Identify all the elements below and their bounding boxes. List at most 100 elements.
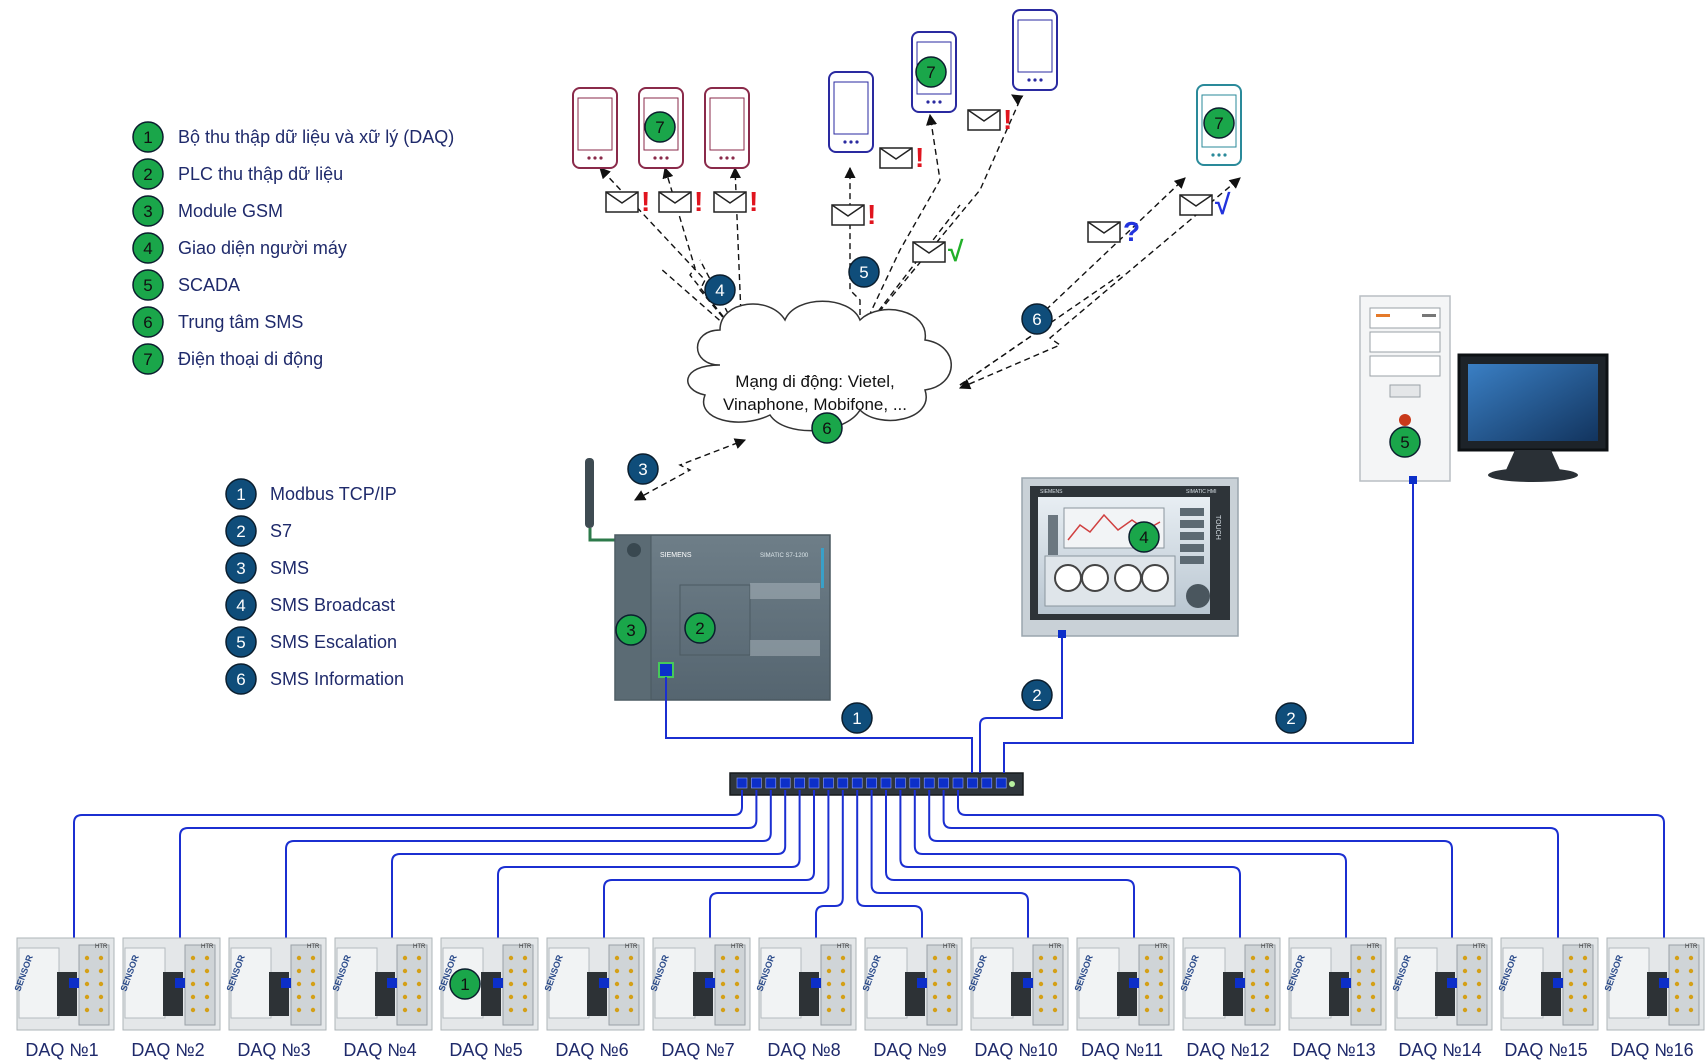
daq-label: DAQ №2 [131, 1040, 204, 1060]
daq-ethernet-port [1341, 978, 1351, 988]
daq-link [899, 790, 1241, 980]
daq-tag: HTR [95, 944, 108, 950]
daq-label: DAQ №16 [1610, 1040, 1693, 1060]
device-legend-badge-number: 4 [143, 239, 152, 258]
protocol-legend-badge: 5 [225, 626, 257, 658]
device-legend-badge: 1 [132, 121, 164, 153]
device-legend-label: PLC thu thập dữ liệu [178, 164, 343, 184]
device-legend-badge: 5 [132, 269, 164, 301]
scada-link-badge: 2 [1275, 702, 1307, 734]
daq-link [815, 790, 844, 980]
daq-tag: HTR [1473, 944, 1486, 950]
daq-ethernet-port [1447, 978, 1457, 988]
protocol-legend-label: SMS [270, 558, 309, 578]
sms-envelope-icon: ! [831, 199, 876, 230]
daq-label: DAQ №14 [1398, 1040, 1481, 1060]
daq-badge-number: 1 [460, 975, 469, 994]
protocol-legend-label: SMS Escalation [270, 632, 397, 652]
switch-port [751, 777, 762, 789]
daq-ethernet-port [69, 978, 79, 988]
daq-label: DAQ №13 [1292, 1040, 1375, 1060]
device-legend-badge: 2 [132, 158, 164, 190]
daq-label: DAQ №9 [873, 1040, 946, 1060]
switch-port [736, 777, 748, 789]
switch-port [967, 777, 978, 789]
daq-ethernet-port [599, 978, 609, 988]
scada-pc [1359, 295, 1609, 484]
hmi-brand: SIEMENS [1040, 489, 1063, 495]
daq-label: DAQ №11 [1081, 1040, 1163, 1060]
daq-tag: HTR [731, 944, 744, 950]
modbus-link-badge: 1 [841, 702, 873, 734]
gsm-link-badge-number: 3 [638, 460, 647, 479]
protocol-legend-badge-number: 5 [236, 633, 245, 652]
sms-center-badge: 6 [811, 412, 843, 444]
daq-label: DAQ №8 [767, 1040, 840, 1060]
network-switch [729, 772, 1024, 796]
plc-brand: SIEMENS [660, 552, 692, 559]
switch-port [952, 777, 964, 789]
daq-ethernet-port [1553, 978, 1563, 988]
protocol-legend-badge: 4 [225, 589, 257, 621]
device-legend-badge: 7 [132, 343, 164, 375]
modbus-link-badge-number: 1 [852, 709, 861, 728]
switch-port [895, 777, 906, 789]
device-legend-label: Điện thoại di động [178, 349, 323, 369]
plc-badge-number: 2 [695, 619, 704, 638]
phone-group-1-badge: 7 [644, 111, 676, 143]
scada-badge: 5 [1389, 426, 1421, 458]
sms-envelope-icon: ! [713, 186, 758, 217]
daq-link [870, 790, 1029, 980]
sms-center-badge-number: 6 [822, 419, 831, 438]
hmi-panel: SIEMENS SIMATIC HMI TOUCH [1021, 477, 1239, 638]
daq-links [73, 790, 1665, 980]
mobile-phones [572, 9, 1242, 169]
sms-envelope-icon: ! [879, 142, 924, 173]
daq-tag: HTR [1685, 944, 1698, 950]
hmi-link-badge: 2 [1021, 679, 1053, 711]
daq-ethernet-port [1129, 978, 1139, 988]
hmi-badge-number: 4 [1139, 528, 1148, 547]
daq-link [391, 790, 787, 980]
message-status-mark: ? [1123, 216, 1140, 247]
daq-link [73, 790, 743, 980]
daq-tag: HTR [307, 944, 320, 950]
message-status-mark: ! [867, 199, 876, 230]
switch-port [866, 777, 877, 789]
daq-tag: HTR [1049, 944, 1062, 950]
message-status-mark: √ [948, 236, 964, 267]
device-legend-label: Trung tâm SMS [178, 312, 303, 332]
switch-port [837, 777, 849, 789]
device-legend-label: SCADA [178, 275, 240, 295]
daq-tag: HTR [413, 944, 426, 950]
daq-ethernet-port [917, 978, 927, 988]
switch-port [938, 777, 949, 789]
daq-tag: HTR [1579, 944, 1592, 950]
scada-badge-number: 5 [1400, 433, 1409, 452]
phone-group-3-badge: 7 [1203, 107, 1235, 139]
hmi-model: SIMATIC HMI [1186, 489, 1216, 495]
protocol-legend-label: S7 [270, 521, 292, 541]
sms-envelope-icon: ! [967, 104, 1012, 135]
daq-label: DAQ №6 [555, 1040, 628, 1060]
protocol-legend-label: Modbus TCP/IP [270, 484, 397, 504]
daq-ethernet-port [1659, 978, 1669, 988]
gsm-module-badge: 3 [615, 614, 647, 646]
sms-broadcast-badge: 4 [704, 274, 736, 306]
daq-link [856, 790, 923, 980]
mobile-phone-icon [572, 87, 618, 169]
daq-label: DAQ №7 [661, 1040, 734, 1060]
switch-port [808, 777, 820, 789]
device-legend-badge-number: 3 [143, 202, 152, 221]
daq-link [885, 790, 1135, 980]
mobile-network-cloud: Mạng di động: Vietel, Vinaphone, Mobifon… [687, 300, 952, 432]
hmi-badge: 4 [1128, 521, 1160, 553]
protocol-legend-label: SMS Broadcast [270, 595, 395, 615]
